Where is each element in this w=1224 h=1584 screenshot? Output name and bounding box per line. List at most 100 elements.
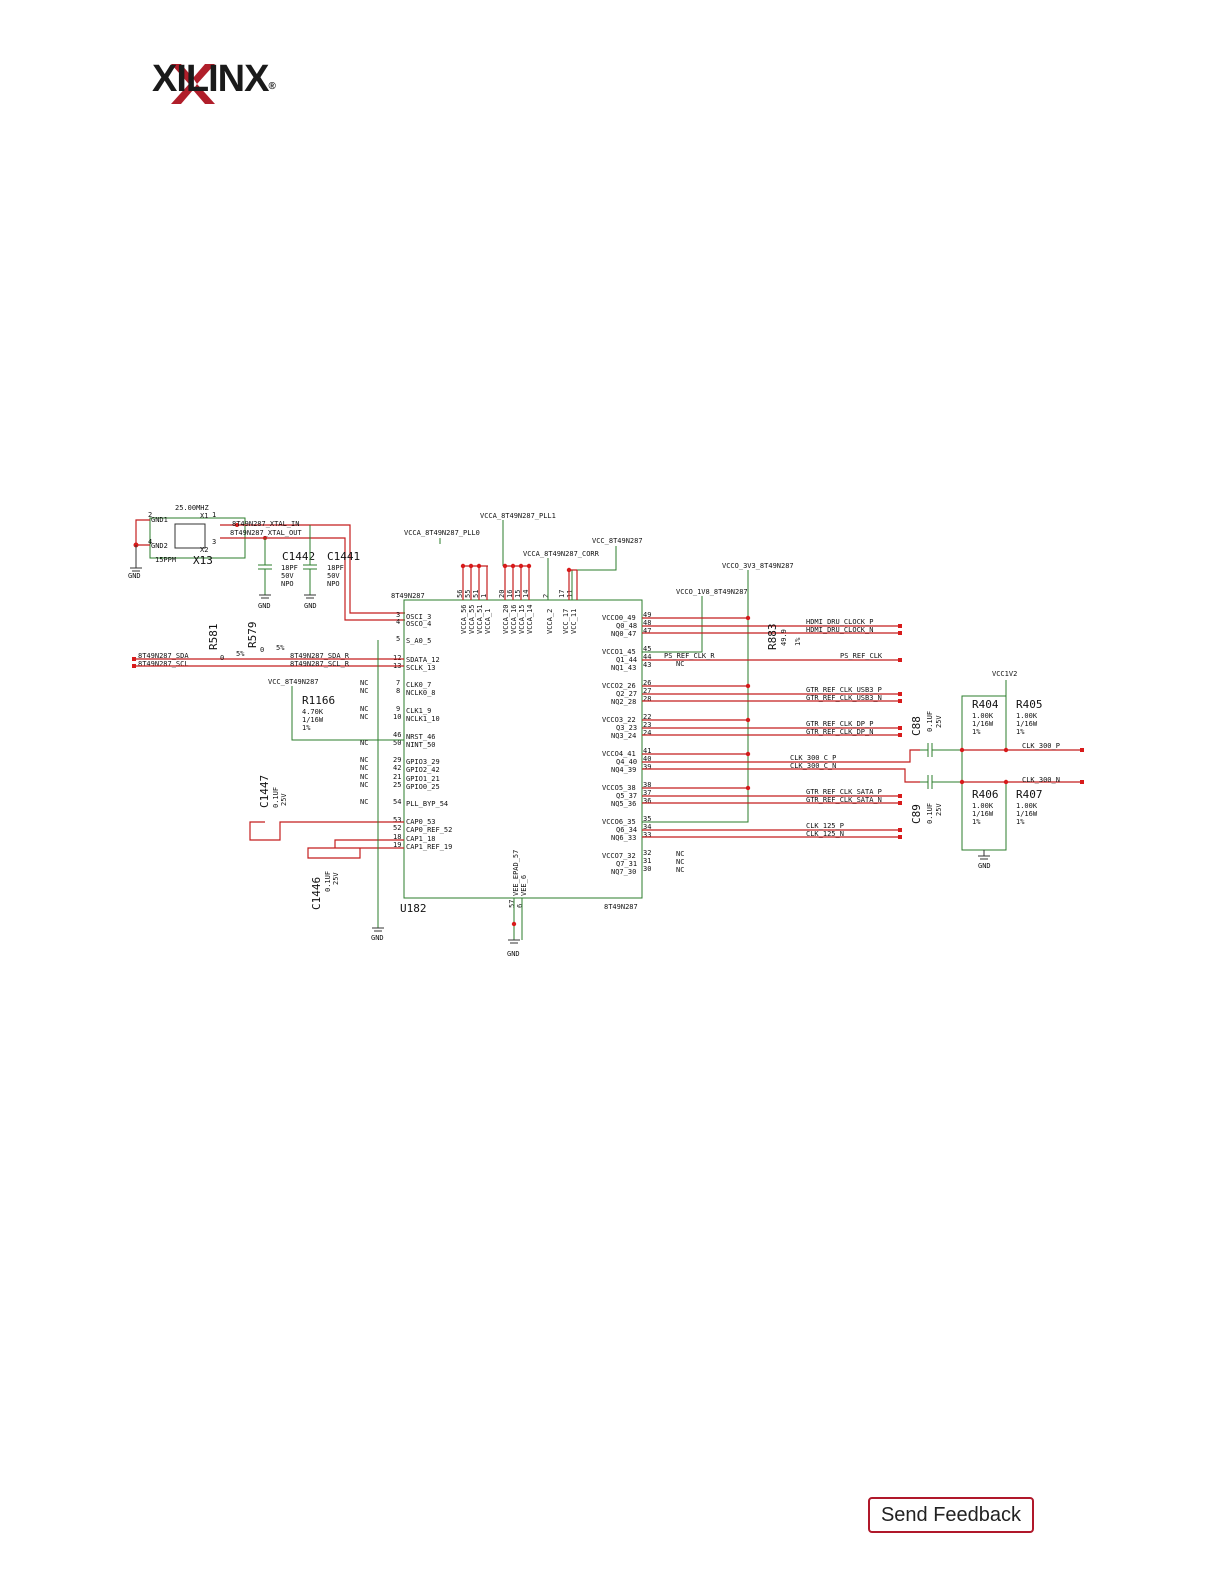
svg-text:NCLK0_8: NCLK0_8 [406,689,436,697]
svg-text:54: 54 [393,798,401,806]
svg-text:VCCA_2: VCCA_2 [546,609,554,634]
svg-text:53: 53 [393,816,401,824]
svg-text:CAP1_18: CAP1_18 [406,835,436,843]
svg-text:1.00K: 1.00K [972,802,994,810]
svg-text:NQ5_36: NQ5_36 [611,800,636,808]
power-nets-top: VCCA_8T49N287_PLL1 VCCA_8T49N287_PLL0 VC… [404,512,794,823]
svg-text:NQ6_33: NQ6_33 [611,834,636,842]
svg-text:GPIO3_29: GPIO3_29 [406,758,440,766]
svg-text:VCC_8T49N287: VCC_8T49N287 [268,678,319,686]
svg-text:GND: GND [258,602,271,610]
svg-text:1%: 1% [1016,818,1025,826]
svg-text:51: 51 [472,590,480,598]
svg-text:11: 11 [566,590,574,598]
svg-text:HDMI_DRU_CLOCK_P: HDMI_DRU_CLOCK_P [806,618,873,626]
ic-left-pins: OSCI_3 OSCO_4 S_A0_5 SDATA_12 SCLK_13 CL… [393,611,452,851]
cap-c89: C89 0.1UF 25V [910,775,962,824]
svg-text:GPIO2_42: GPIO2_42 [406,766,440,774]
svg-text:VCCO4_41: VCCO4_41 [602,750,636,758]
svg-text:26: 26 [643,679,651,687]
svg-text:29: 29 [393,756,401,764]
xilinx-logo-icon [171,64,215,104]
svg-text:C89: C89 [910,804,923,824]
svg-text:6: 6 [516,904,524,908]
svg-text:GND2: GND2 [151,542,168,550]
svg-text:X13: X13 [193,554,213,567]
svg-text:22: 22 [643,713,651,721]
svg-text:25V: 25V [280,793,288,806]
svg-text:0.1UF: 0.1UF [324,871,332,892]
svg-text:8T49N287_SCL_R: 8T49N287_SCL_R [290,660,350,668]
svg-text:31: 31 [643,857,651,865]
svg-text:CLK_125_N: CLK_125_N [806,830,844,838]
svg-text:VCCO_3V3_8T49N287: VCCO_3V3_8T49N287 [722,562,794,570]
termination-network: VCC1V2 CLK_300_P CLK_300_N R404 1.00K 1/… [959,670,1084,870]
svg-text:8: 8 [396,687,400,695]
svg-text:19: 19 [393,841,401,849]
svg-text:VCC1V2: VCC1V2 [992,670,1017,678]
svg-text:NC: NC [360,781,368,789]
svg-text:NQ1_43: NQ1_43 [611,664,636,672]
svg-text:41: 41 [643,747,651,755]
svg-text:GND: GND [507,950,520,958]
res-r1166: VCC_8T49N287 R1166 4.70K 1/16W 1% [268,678,404,741]
svg-text:VCCA_1: VCCA_1 [484,609,492,634]
svg-text:9: 9 [396,705,400,713]
svg-text:CLK_300_C_P: CLK_300_C_P [790,754,836,762]
svg-text:45: 45 [643,645,651,653]
svg-text:NQ0_47: NQ0_47 [611,630,636,638]
svg-text:30: 30 [643,865,651,873]
svg-text:R405: R405 [1016,698,1043,711]
svg-text:50V: 50V [281,572,294,580]
svg-text:34: 34 [643,823,651,831]
cap-c1442: GND C1442 18PF 50V NPO [258,538,315,610]
svg-text:Q5_37: Q5_37 [616,792,637,800]
svg-text:50: 50 [393,739,401,747]
svg-text:1%: 1% [1016,728,1025,736]
svg-text:1: 1 [212,511,216,519]
cap-c1446: C1446 0.1UF 25V [307,839,404,910]
svg-text:VCCA_8T49N287_PLL0: VCCA_8T49N287_PLL0 [404,529,480,537]
svg-text:VEE_6: VEE_6 [520,875,528,896]
svg-text:1.00K: 1.00K [1016,802,1038,810]
svg-text:C1441: C1441 [327,550,360,563]
svg-text:8T49N287_XTAL_IN: 8T49N287_XTAL_IN [232,520,299,528]
svg-text:GND: GND [128,572,141,580]
svg-text:8T49N287_XTAL_OUT: 8T49N287_XTAL_OUT [230,529,302,537]
send-feedback-button[interactable]: Send Feedback [868,1497,1034,1533]
svg-text:GTR_REF_CLK_DP_N: GTR_REF_CLK_DP_N [806,728,873,736]
svg-text:NC: NC [360,798,368,806]
svg-text:GTR_REF_CLK_DP_P: GTR_REF_CLK_DP_P [806,720,873,728]
svg-text:VCCO7_32: VCCO7_32 [602,852,636,860]
svg-text:14: 14 [522,590,530,598]
svg-text:NC: NC [360,705,368,713]
svg-text:4: 4 [396,618,400,626]
svg-text:NC: NC [676,660,684,668]
svg-text:15PPM: 15PPM [155,556,176,564]
svg-text:GTR_REF_CLK_SATA_P: GTR_REF_CLK_SATA_P [806,788,882,796]
svg-text:NC: NC [360,713,368,721]
svg-text:R581: R581 [207,624,220,651]
svg-text:GND: GND [371,934,384,942]
svg-text:1/16W: 1/16W [1016,720,1038,728]
svg-text:NQ3_24: NQ3_24 [611,732,636,740]
svg-text:17: 17 [558,590,566,598]
svg-text:4.70K: 4.70K [302,708,324,716]
svg-text:8T49N287_SDA: 8T49N287_SDA [138,652,189,660]
svg-text:18: 18 [393,833,401,841]
svg-text:3: 3 [396,611,400,619]
cap-c1447: C1447 0.1UF 25V [249,775,404,841]
svg-text:SCLK_13: SCLK_13 [406,664,436,672]
svg-text:SDATA_12: SDATA_12 [406,656,440,664]
crystal-x13: 25.00MHZ X1 X2 GND1 GND2 15PPM X13 2 4 1… [128,504,246,580]
svg-text:C1446: C1446 [310,877,323,910]
svg-text:7: 7 [396,679,400,687]
output-nets: HDMI_DRU_CLOCK_P HDMI_DRU_CLOCK_N PS_REF… [642,615,920,874]
svg-text:VCCO3_22: VCCO3_22 [602,716,636,724]
svg-text:X1: X1 [200,512,208,520]
svg-text:57: 57 [508,900,516,908]
svg-text:Q2_27: Q2_27 [616,690,637,698]
svg-text:VCCA_8T49N287_CORR: VCCA_8T49N287_CORR [523,550,600,558]
svg-text:49.9: 49.9 [780,629,788,646]
svg-text:15: 15 [514,590,522,598]
